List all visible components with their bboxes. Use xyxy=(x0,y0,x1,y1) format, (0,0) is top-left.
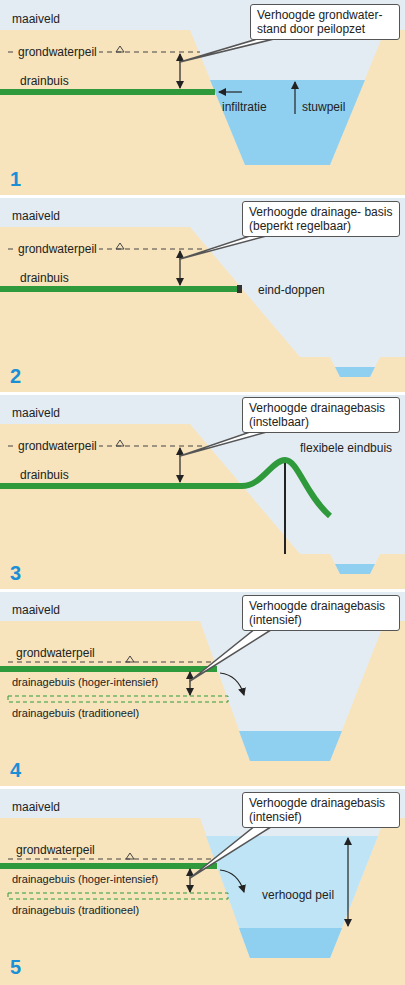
water-level-label: verhoogd peil xyxy=(262,888,334,902)
panel-number: 1 xyxy=(10,168,21,190)
callout-tail xyxy=(190,628,274,681)
flow-label: infiltratie xyxy=(222,100,267,114)
callout-tail xyxy=(190,825,274,878)
surface-label: maaiveld xyxy=(12,603,60,617)
groundwater-label: grondwaterpeil xyxy=(16,242,99,256)
pipe-label: drainbuis xyxy=(20,271,69,285)
water-level-label: stuwpeil xyxy=(302,100,345,114)
callout-text: Verhoogde drainage- basis (beperkt regel… xyxy=(249,205,393,233)
panel-number: 5 xyxy=(10,956,21,978)
groundwater-label: grondwaterpeil xyxy=(16,45,99,59)
callout-balloon: Verhoogde drainage- basis (beperkt regel… xyxy=(242,201,400,237)
groundwater-label: grondwaterpeil xyxy=(16,843,95,857)
pipe-label: drainbuis xyxy=(20,74,69,88)
panel-number: 2 xyxy=(10,365,21,387)
pipe-label: drainagebuis (traditioneel) xyxy=(12,903,139,917)
panel-number: 4 xyxy=(10,759,21,781)
pipe-label: drainagebuis (hoger-intensief) xyxy=(12,872,158,886)
panel-number: 3 xyxy=(10,562,21,584)
callout-balloon: Verhoogde grondwater- stand door peilopz… xyxy=(250,4,400,40)
callout-text: Verhoogde grondwater- stand door peilopz… xyxy=(257,8,393,36)
callout-text: Verhoogde drainagebasis (instelbaar) xyxy=(249,401,393,429)
callout-text: Verhoogde drainagebasis (intensief) xyxy=(249,796,393,824)
surface-label: maaiveld xyxy=(12,406,60,420)
groundwater-label: grondwaterpeil xyxy=(16,439,99,453)
surface-label: maaiveld xyxy=(12,209,60,223)
flexible-pipe-label: flexibele eindbuis xyxy=(300,441,392,455)
callout-balloon: Verhoogde drainagebasis (intensief) xyxy=(242,792,400,828)
pipe-label: drainagebuis (traditioneel) xyxy=(12,706,139,720)
surface-label: maaiveld xyxy=(12,12,60,26)
callout-tail xyxy=(180,234,274,259)
end-cap-label: eind-doppen xyxy=(258,283,325,297)
callout-balloon: Verhoogde drainagebasis (instelbaar) xyxy=(242,397,400,433)
groundwater-label: grondwaterpeil xyxy=(16,646,95,660)
pipe-label: drainagebuis (hoger-intensief) xyxy=(12,675,158,689)
callout-balloon: Verhoogde drainagebasis (intensief) xyxy=(242,595,400,631)
pipe-label: drainbuis xyxy=(20,468,69,482)
callout-text: Verhoogde drainagebasis (intensief) xyxy=(249,599,393,627)
surface-label: maaiveld xyxy=(12,800,60,814)
callout-tail xyxy=(180,430,274,456)
callout-tail xyxy=(180,37,282,62)
